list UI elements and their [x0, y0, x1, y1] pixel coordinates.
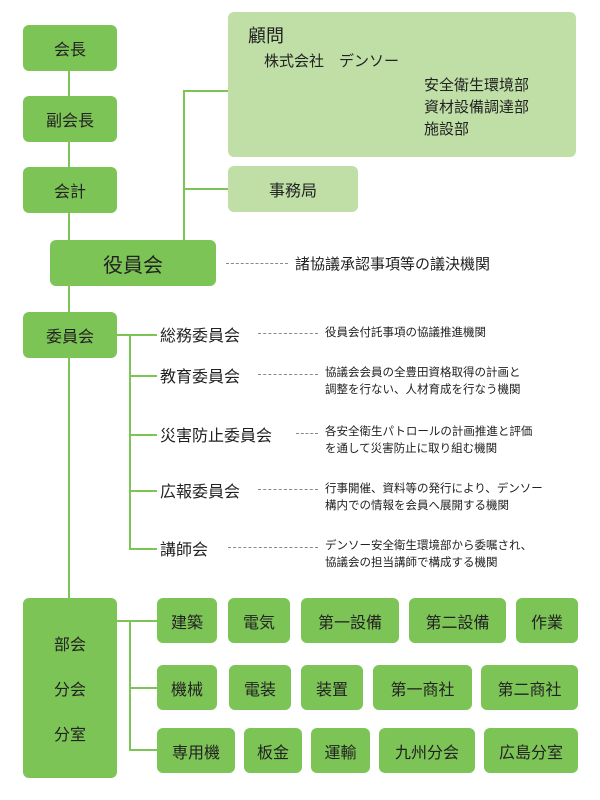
committee-dash-2	[258, 374, 318, 375]
committee-saigai: 災害防止委員会	[160, 426, 273, 445]
bukai-row-line-1	[129, 620, 157, 622]
committee-saigai-desc-1: 各安全衛生パトロールの計画推進と評価	[325, 424, 533, 438]
bukai-row-line-2	[129, 687, 157, 689]
bukai-box: 部会 分会 分室	[23, 598, 117, 778]
committee-kouhou-desc-2: 構内での情報を会員へ展開する機関	[325, 498, 509, 512]
advisor-title: 顧問	[248, 26, 284, 47]
kaikei-box: 会計	[23, 167, 117, 213]
iinkai-box: 委員会	[23, 312, 117, 358]
bukai-kyushu: 九州分会	[379, 728, 475, 773]
committee-saigai-desc-2: を通して災害防止に取り組む機関	[325, 441, 498, 455]
bukai-kikai: 機械	[157, 665, 217, 710]
bukai-unyu: 運輸	[311, 728, 370, 773]
bukai-denki: 電気	[228, 598, 290, 643]
advisor-connector-line	[183, 90, 185, 250]
advisor-company: 株式会社 デンソー	[264, 52, 400, 70]
bukai-label: 部会	[53, 634, 86, 654]
advisor-branch-line	[183, 90, 228, 92]
bukai-hiroshima: 広島分室	[484, 728, 578, 773]
bukai-dai1setsubi: 第一設備	[301, 598, 399, 643]
yakuinkai-desc: 諸協議承認事項等の議決機関	[295, 255, 491, 273]
advisor-dept-2: 資材設備調達部	[424, 98, 530, 116]
bukai-sagyou: 作業	[516, 598, 578, 643]
bukai-souchi: 装置	[301, 665, 363, 710]
committee-kouhou-desc-1: 行事開催、資料等の発行により、デンソー	[325, 481, 543, 495]
bunshitsu-label: 分室	[53, 725, 86, 745]
bukai-dai2setsubi: 第二設備	[409, 598, 506, 643]
bukai-branch-line	[117, 620, 130, 622]
bukai-dai2shousha: 第二商社	[481, 665, 578, 710]
committee-dash-5	[228, 547, 318, 548]
committee-dash-4	[258, 489, 318, 490]
committee-kyouiku-desc-1: 協議会会員の全豊田資格取得の計画と	[325, 365, 521, 379]
committee-koushi: 講師会	[160, 540, 209, 559]
bukai-bankin: 板金	[244, 728, 302, 773]
committee-connector-line	[129, 334, 131, 549]
committee-branch-5	[129, 548, 157, 550]
bukai-row-line-3	[129, 749, 157, 751]
bunkai-label: 分会	[53, 679, 86, 699]
committee-branch-3	[129, 434, 157, 436]
yakuinkai-dash	[226, 263, 288, 264]
bukai-densou: 電装	[229, 665, 291, 710]
advisor-box: 顧問 株式会社 デンソー 安全衛生環境部 資材設備調達部 施設部	[228, 12, 576, 157]
yakuinkai-box: 役員会	[50, 240, 216, 286]
committee-kouhou: 広報委員会	[160, 482, 241, 501]
advisor-dept-3: 施設部	[424, 120, 470, 138]
committee-branch-1	[129, 334, 157, 336]
committee-branch-4	[129, 490, 157, 492]
committee-dash-3	[296, 433, 318, 434]
advisor-dept-1: 安全衛生環境部	[424, 76, 530, 94]
kaicho-box: 会長	[23, 25, 117, 71]
jimukyoku-box: 事務局	[228, 166, 358, 212]
committee-branch-2	[129, 375, 157, 377]
committee-dash-1	[258, 333, 318, 334]
iinkai-branch-line	[117, 334, 130, 336]
jimukyoku-branch-line	[183, 188, 228, 190]
committee-kyouiku-desc-2: 調整を行ない、人材育成を行なう機関	[325, 382, 521, 396]
bukai-connector-line	[129, 620, 131, 750]
committee-koushi-desc-1: デンソー安全衛生環境部から委嘱され、	[325, 538, 533, 552]
committee-soumu: 総務委員会	[160, 326, 241, 345]
fukukaicho-box: 副会長	[23, 96, 117, 142]
bukai-kenchiku: 建築	[157, 598, 217, 643]
committee-koushi-desc-2: 協議会の担当講師で構成する機関	[325, 555, 498, 569]
bukai-senyouki: 専用機	[157, 728, 235, 773]
committee-soumu-desc-1: 役員会付託事項の協議推進機関	[325, 325, 486, 339]
bukai-dai1shousha: 第一商社	[373, 665, 472, 710]
committee-kyouiku: 教育委員会	[160, 367, 241, 386]
